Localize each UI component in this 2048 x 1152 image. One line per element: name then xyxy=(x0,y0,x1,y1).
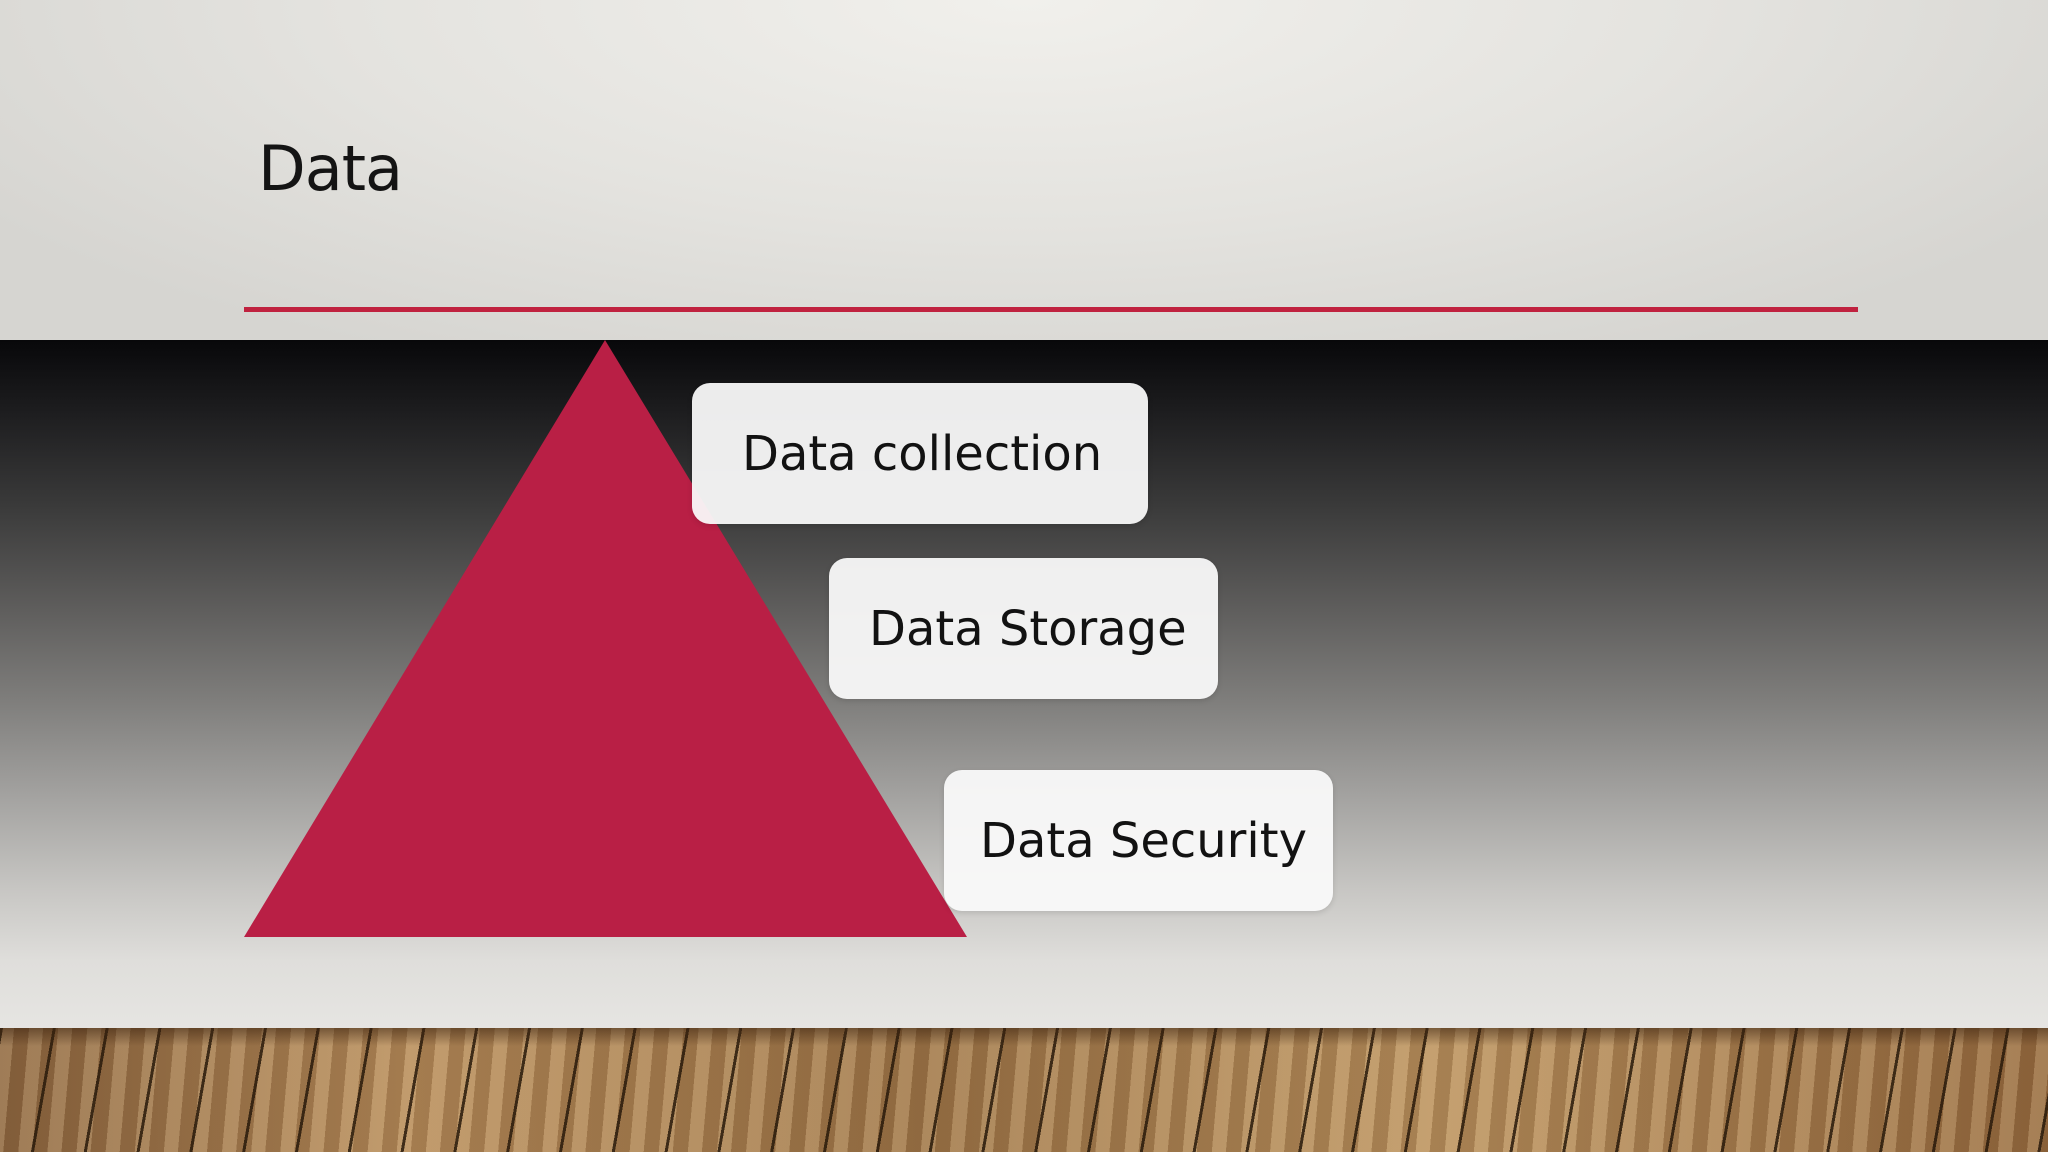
layer-label: Data collection xyxy=(742,425,1103,482)
slide-title: Data xyxy=(258,132,403,205)
layer-label: Data Storage xyxy=(869,600,1187,657)
header-band xyxy=(0,0,2048,340)
layer-box-data-security: Data Security xyxy=(944,770,1333,911)
wood-floor xyxy=(0,1028,2048,1152)
layer-box-data-storage: Data Storage xyxy=(829,558,1218,699)
layer-box-data-collection: Data collection xyxy=(692,383,1148,524)
layer-label: Data Security xyxy=(980,812,1307,869)
title-underline xyxy=(244,307,1858,312)
